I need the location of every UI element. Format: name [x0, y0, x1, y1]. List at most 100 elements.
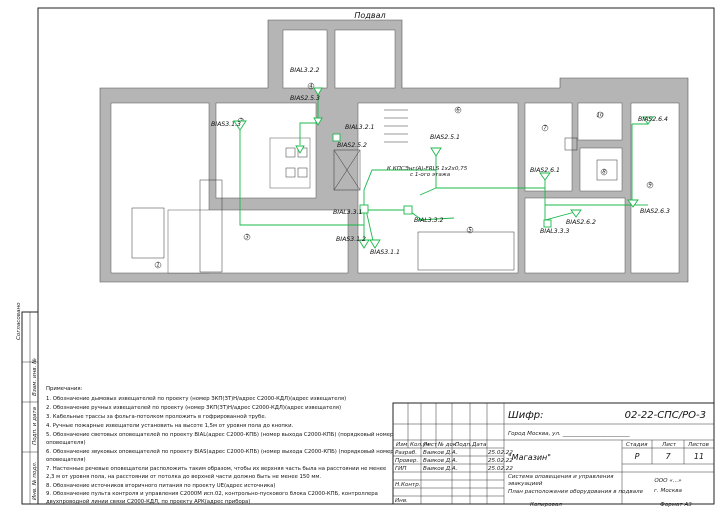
date: 25.02.22	[488, 450, 513, 456]
cable-note-sub: с 1-ого этажа	[410, 172, 451, 178]
device-label: BIAS2.6.3	[640, 208, 670, 215]
alarm-devices	[233, 87, 654, 249]
device-label: BIAS2.6.1	[530, 167, 560, 174]
light-icon	[332, 133, 341, 142]
name: Ваиков Д.А.	[423, 466, 458, 472]
notes-block: Примечания: 1. Обозначение дымовых извещ…	[46, 386, 394, 505]
role: Н.Контр.	[395, 482, 421, 488]
room-marker-number: 1	[156, 263, 160, 269]
stage-value: Р	[635, 452, 640, 461]
doc-number: 02-22-СПС/РО-3	[625, 410, 706, 421]
device-label: BIAS2.5.1	[430, 134, 460, 141]
header-doc: № док.	[437, 442, 458, 448]
object-name: "Магазин"	[508, 453, 551, 462]
sheet-header: Лист	[661, 442, 677, 448]
note-line: оповещателя)	[46, 440, 86, 446]
room-marker-number: 5	[468, 228, 472, 234]
device-label: BIAL3.2.1	[345, 124, 375, 131]
org-city: г. Москва	[654, 488, 682, 494]
sheets-value: 11	[694, 452, 704, 461]
side-sign-date: Подп. и дата	[32, 406, 38, 445]
room-marker	[466, 226, 474, 234]
note-line: 7. Настенные речевые оповещатели располо…	[46, 466, 386, 472]
note-line: 3. Кабельные трассы за фольга-потолком п…	[46, 413, 267, 420]
note-line: 9. Обозначение пульта контроля и управле…	[46, 491, 378, 497]
room-marker	[243, 233, 251, 241]
room-marker	[541, 124, 549, 132]
speaker-icon	[295, 145, 305, 154]
side-inv-orig: Инв. № подл.	[32, 461, 38, 500]
header-list: Лист	[422, 442, 438, 448]
device-label: BIAS3.1.2	[336, 236, 366, 243]
name: Ваиков Д.А.	[423, 450, 458, 456]
speaker-icon	[627, 199, 639, 208]
room-east-4	[577, 102, 623, 141]
room-marker	[307, 82, 315, 90]
date: 25.02.22	[488, 458, 513, 464]
notes-heading: Примечания:	[46, 386, 83, 392]
system-name-2: эвакуацией	[508, 481, 543, 487]
room-east-3	[630, 102, 680, 274]
device-label: BIAL3.3.1	[333, 209, 363, 216]
note-line: 2,3 м от уровня пола, на расстоянии от п…	[46, 473, 321, 480]
building-walls	[99, 19, 689, 283]
note-line: 5. Обозначение световых оповещателей по …	[46, 431, 394, 438]
device-label: BIAS2.6.2	[566, 219, 596, 226]
drawing-frame	[37, 7, 715, 505]
light-icon	[543, 219, 552, 228]
inv-label: Инв.	[395, 498, 408, 504]
room-marker-number: 8	[602, 170, 606, 176]
interior-details	[131, 109, 618, 273]
speaker-icon	[358, 239, 370, 249]
room-marker-number: 9	[648, 183, 652, 189]
device-label: BIAS3.1.3	[211, 121, 241, 128]
device-label: BIAS2.5.2	[337, 142, 367, 149]
room-east-1	[524, 102, 573, 192]
room-south-east	[524, 197, 626, 274]
sheet-value: 7	[665, 452, 671, 461]
speaker-icon	[313, 87, 323, 96]
note-line: двухпроводной линии связи С2000-КДЛ, по …	[46, 498, 250, 505]
light-icon	[359, 204, 369, 214]
speaker-icon	[539, 172, 551, 181]
title-block: Шифр: 02-22-СПС/РО-3 Город Москва, ул. _…	[392, 402, 715, 508]
room-north-1	[282, 29, 328, 89]
room-marker	[454, 106, 462, 114]
stage-header: Стадия	[626, 442, 648, 448]
header-date: Дата	[471, 442, 487, 448]
address: Город Москва, ул. ______________________…	[508, 431, 630, 437]
role: Разраб.	[395, 450, 417, 456]
speaker-icon	[313, 117, 323, 126]
room-wc	[269, 137, 311, 189]
note-line: 8. Обозначение источников вторичного пит…	[46, 483, 275, 489]
device-label: BIAS2.6.4	[638, 116, 668, 123]
speaker-icon	[233, 120, 247, 131]
sheets-header: Листов	[687, 442, 709, 448]
header-kol: Кол.уч	[410, 442, 430, 448]
note-line: 6. Обозначение звуковых оповещателей по …	[46, 448, 394, 455]
room-marker	[596, 111, 604, 119]
device-label: BIAL3.3.2	[414, 217, 444, 224]
sheet-title-1: План расположения оборудования в подвале	[508, 489, 644, 495]
copied-label: Копировал	[530, 502, 562, 508]
floor-title: Подвал	[354, 11, 385, 20]
date: 25.02.22	[488, 466, 513, 472]
role: ГИП	[395, 466, 407, 472]
room-south	[167, 209, 349, 274]
header-sign: Подп.	[455, 442, 472, 448]
device-label: BIAL3.2.2	[290, 67, 320, 74]
org-name: ООО «...»	[654, 478, 682, 484]
room-marker-number: 10	[596, 113, 604, 119]
room-east-2	[579, 147, 623, 192]
room-marker-number: 4	[309, 84, 313, 90]
room-marker	[600, 168, 608, 176]
side-agreed: Согласовано	[16, 302, 22, 340]
name: Ваиков Д.А.	[423, 458, 458, 464]
speaker-icon	[642, 116, 654, 125]
room-marker	[154, 261, 162, 269]
device-label: BIAS2.5.3	[290, 95, 320, 102]
room-markers: 12345678910	[154, 82, 654, 269]
room-marker	[646, 181, 654, 189]
note-line: 4. Ручные пожарные извещатели установить…	[46, 423, 294, 429]
